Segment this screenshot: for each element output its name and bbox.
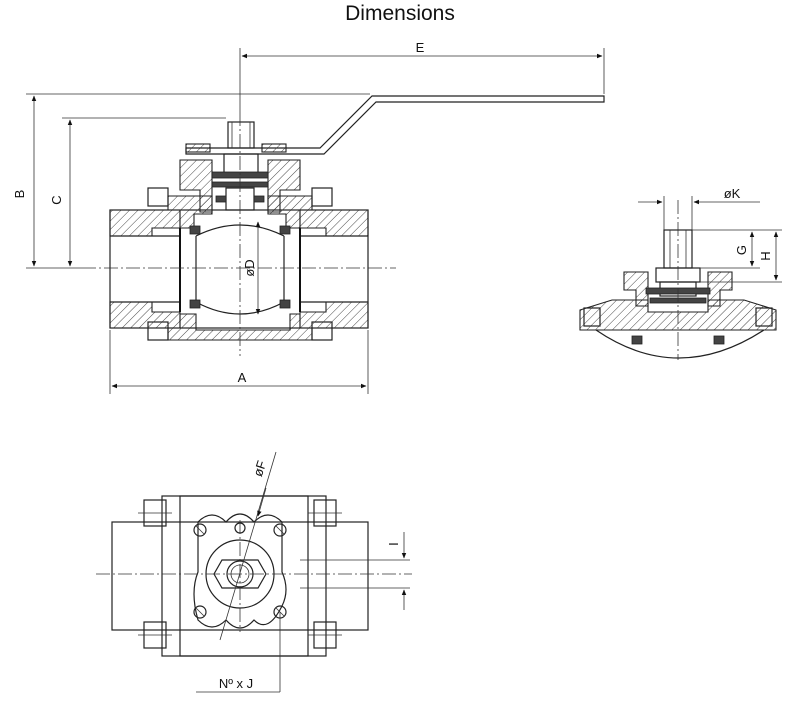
label-b: B xyxy=(12,190,27,199)
top-view xyxy=(96,495,412,657)
dimension-lines-top xyxy=(196,451,410,693)
handle-lever xyxy=(185,95,605,155)
label-n-x-j: Nº x J xyxy=(219,676,253,691)
stem-detail-view xyxy=(579,196,782,360)
label-c: C xyxy=(49,195,64,204)
label-d: øD xyxy=(242,259,257,276)
side-section-view xyxy=(82,95,605,356)
dimension-labels: E B C øD A øK G H øF I Nº x J xyxy=(12,40,773,691)
dimension-lines-side xyxy=(26,48,605,394)
valve-body xyxy=(109,209,369,329)
label-a: A xyxy=(238,370,247,385)
label-f: øF xyxy=(250,459,269,479)
label-e: E xyxy=(416,40,425,55)
stem-nut xyxy=(227,121,255,149)
label-k: øK xyxy=(724,186,741,201)
label-h: H xyxy=(758,251,773,260)
label-g: G xyxy=(734,245,749,255)
label-i: I xyxy=(386,542,401,546)
diagram-title: Dimensions xyxy=(345,2,455,25)
